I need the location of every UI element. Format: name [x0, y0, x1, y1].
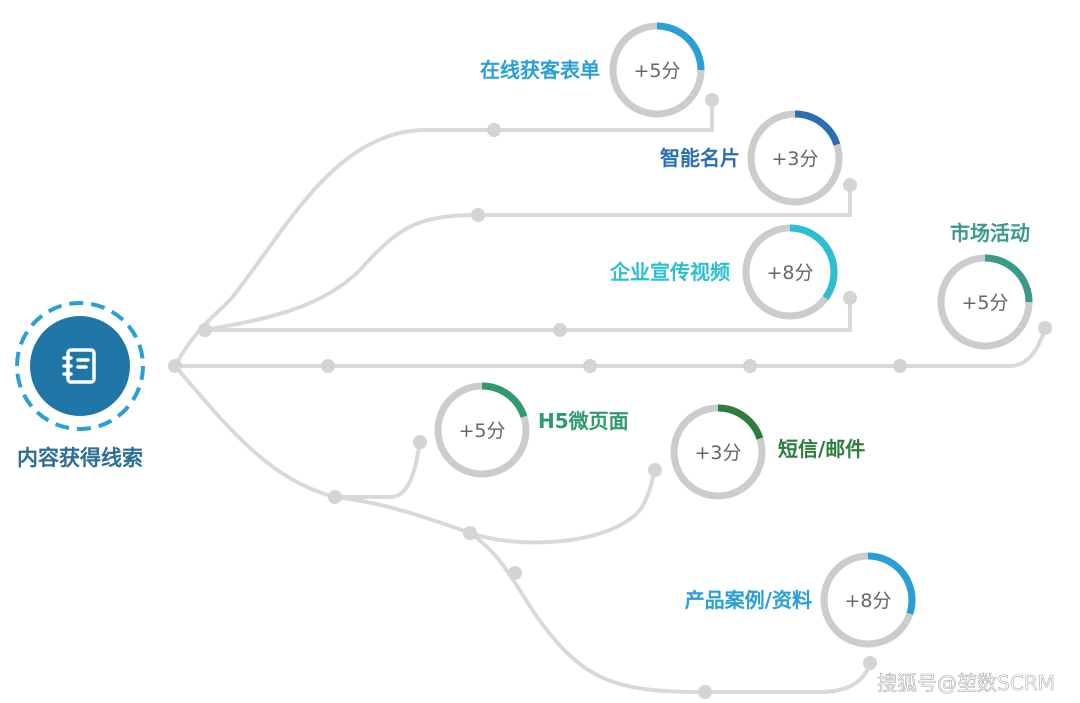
node-label: 智能名片	[660, 146, 740, 170]
waypoint-dot	[1038, 321, 1052, 335]
waypoint-dot	[198, 323, 212, 337]
waypoint-dot	[743, 359, 757, 373]
waypoint-dot	[487, 123, 501, 137]
node-label: H5微页面	[538, 409, 629, 433]
ring-progress-arc	[937, 254, 1033, 350]
ring-progress-arc	[742, 224, 838, 320]
waypoint-dot	[583, 359, 597, 373]
connector-online-form	[173, 98, 714, 368]
score-value: +5分	[961, 292, 1008, 314]
ring-background	[935, 252, 1035, 352]
connector-promo-video	[203, 296, 852, 332]
score-value: +8分	[766, 262, 813, 284]
ring-background	[432, 380, 532, 480]
ring-background	[607, 20, 707, 120]
waypoint-dot	[648, 463, 662, 477]
node-label: 产品案例/资料	[685, 588, 812, 612]
waypoint-dot	[553, 323, 567, 337]
ring-progress-arc	[747, 110, 843, 206]
ring-background	[668, 402, 768, 502]
score-value: +8分	[844, 590, 891, 612]
root-label: 内容获得线索	[17, 446, 143, 470]
ring-background	[818, 550, 918, 650]
root-dashed-ring	[15, 301, 145, 431]
root-node: 内容获得线索	[15, 301, 145, 470]
ring-progress-arc	[434, 382, 530, 478]
waypoint-dot	[705, 93, 719, 107]
waypoint-dots	[168, 93, 1052, 699]
watermark: 搜狐号@堃数SCRM	[877, 671, 1055, 695]
connector-h5-page	[173, 364, 422, 499]
score-node-promo-video: +8分 企业宣传视频	[609, 222, 840, 322]
waypoint-dot	[321, 359, 335, 373]
waypoint-dot	[863, 656, 877, 670]
score-value: +3分	[771, 148, 818, 170]
score-value: +3分	[694, 442, 741, 464]
node-label: 市场活动	[950, 221, 1030, 245]
waypoint-dot	[168, 359, 182, 373]
score-value: +5分	[458, 420, 505, 442]
connector-lines	[173, 98, 1047, 694]
ring-progress-arc	[609, 22, 705, 118]
node-label: 在线获客表单	[480, 58, 600, 82]
waypoint-dot	[843, 291, 857, 305]
connector-main-line	[173, 326, 1047, 368]
waypoint-dot	[413, 435, 427, 449]
score-node-smart-card: +3分 智能名片	[660, 108, 845, 208]
ring-background	[740, 222, 840, 322]
node-label: 企业宣传视频	[609, 260, 730, 284]
score-node-marketing-event: +5分 市场活动	[935, 221, 1035, 352]
score-node-case-material: +8分 产品案例/资料	[685, 550, 918, 650]
score-value: +5分	[633, 60, 680, 82]
notebook-icon	[62, 348, 96, 384]
waypoint-dot	[698, 685, 712, 699]
score-node-online-form: +5分 在线获客表单	[480, 20, 707, 120]
ring-progress-arc	[820, 552, 916, 648]
waypoint-dot	[471, 208, 485, 222]
ring-background	[745, 108, 845, 208]
waypoint-dot	[463, 526, 477, 540]
waypoint-dot	[328, 490, 342, 504]
ring-progress-arc	[670, 404, 766, 500]
score-node-sms-email: +3分 短信/邮件	[668, 402, 865, 502]
score-node-h5-page: +5分 H5微页面	[432, 380, 629, 480]
waypoint-dot	[508, 566, 522, 580]
node-label: 短信/邮件	[778, 437, 865, 461]
connector-smart-card	[203, 183, 852, 332]
connector-case-material	[468, 531, 872, 694]
waypoint-dot	[843, 178, 857, 192]
waypoint-dot	[893, 359, 907, 373]
connector-sms-email	[333, 468, 657, 545]
